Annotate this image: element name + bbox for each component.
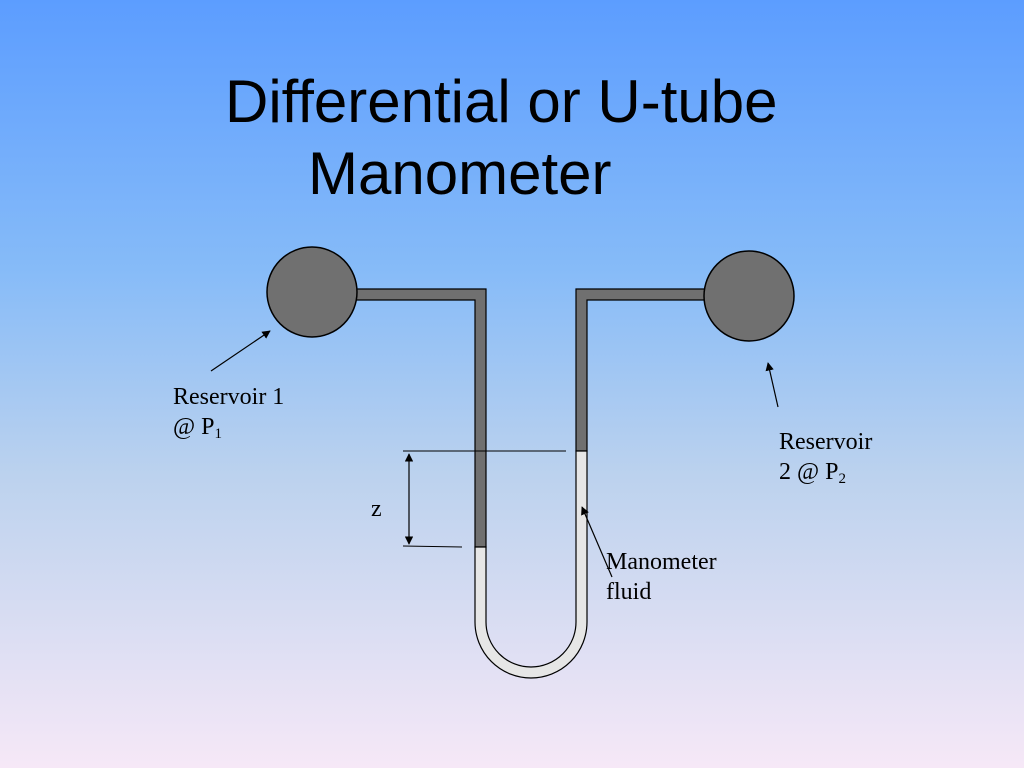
manometer-fluid-label-line1: Manometer — [606, 549, 717, 575]
reservoir-1-pressure: @ P — [173, 414, 215, 440]
title-line-2: Manometer — [308, 140, 612, 207]
lower-level-line — [402, 545, 463, 548]
reservoir-1-subscript: 1 — [214, 426, 222, 442]
manometer-fluid-label-line2: fluid — [606, 579, 652, 605]
title-line-1: Differential or U-tube — [225, 68, 778, 135]
reservoir-2 — [703, 250, 795, 342]
right-pipe — [575, 288, 709, 452]
reservoir-1-label-line2: @ P1 — [173, 412, 284, 442]
z-label: z — [371, 496, 382, 522]
reservoir-2-pointer — [765, 362, 779, 408]
manometer-fluid-label: Manometer fluid — [606, 547, 717, 607]
reservoir-1-pointer — [210, 330, 271, 372]
reservoir-2-pressure: 2 @ P — [779, 459, 839, 485]
reservoir-2-label: Reservoir 2 @ P2 — [779, 427, 872, 487]
reservoir-1-label-line1: Reservoir 1 — [173, 384, 285, 410]
reservoir-2-label-line1: Reservoir — [779, 429, 873, 455]
reservoir-2-subscript: 2 — [838, 471, 846, 487]
manometer-fluid — [474, 450, 588, 679]
reservoir-1-label: Reservoir 1 @ P1 — [173, 382, 284, 442]
reservoir-2-label-line2: 2 @ P2 — [779, 457, 872, 487]
fluid-pointer — [581, 506, 613, 578]
reservoir-1 — [266, 246, 358, 338]
